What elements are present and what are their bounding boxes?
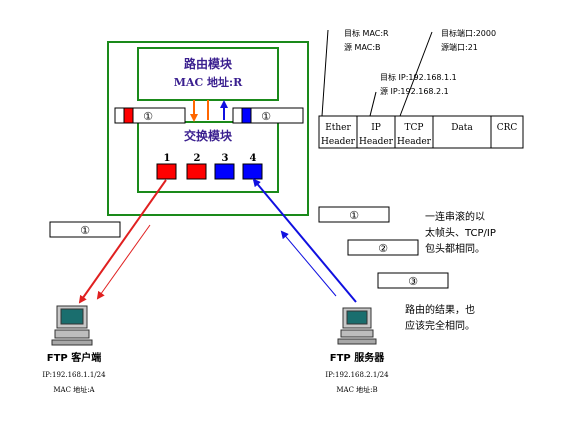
frame-field-ether-bottom: Header — [321, 137, 356, 147]
frame-field-ether-top: Ether — [325, 123, 351, 133]
callout-ip-src: 源 IP:192.168.2.1 — [380, 87, 449, 96]
routing-module-title: 路由模块 — [184, 56, 233, 71]
frame-indicator-right-blue — [241, 107, 252, 124]
callout-line-tcp — [399, 31, 433, 117]
frame-field-tcp-top: TCP — [405, 123, 424, 133]
frame-field-data — [432, 115, 492, 149]
note3-line2: 应该完全相同。 — [405, 319, 475, 332]
note1-line2: 太帧头、TCP/IP — [425, 226, 496, 239]
client-computer-icon — [51, 305, 93, 346]
frame-field-tcp — [394, 115, 434, 149]
legend-box-2 — [347, 239, 419, 256]
note1-line3: 包头都相同。 — [425, 242, 485, 255]
client-ip: IP:192.168.1.1/24 — [42, 371, 106, 379]
callout-mac-dst: 目标 MAC:R — [344, 28, 389, 38]
left-frame-marker — [49, 221, 121, 238]
frame-indicator-left-red — [123, 107, 134, 124]
callout-port-src: 源端口:21 — [441, 42, 478, 52]
server-computer-icon — [337, 307, 377, 345]
router-mac-label: MAC 地址:R — [174, 75, 243, 89]
router-box — [107, 41, 309, 216]
legend-box-1 — [318, 206, 390, 223]
port-label-3: 3 — [222, 153, 229, 164]
legend-box-3 — [377, 272, 449, 289]
note1-line1: 一连串滚的以 — [425, 210, 485, 223]
frame-field-ip-bottom: Header — [359, 137, 394, 147]
switch-module-title: 交换模块 — [184, 128, 233, 143]
client-return-red — [96, 224, 151, 300]
frame-structure: Ether Header IP Header TCP Header Data C… — [318, 115, 524, 149]
server-ip: IP:192.168.2.1/24 — [325, 371, 389, 379]
server-mac: MAC 地址:B — [336, 385, 377, 394]
frame-field-ip-top: IP — [371, 123, 381, 133]
server-title: FTP 服务器 — [330, 351, 385, 364]
left-frame-marker-num: ① — [80, 224, 90, 237]
port-2 — [186, 163, 207, 180]
frame-field-crc — [490, 115, 524, 149]
legend-box-3-num: ③ — [408, 275, 418, 288]
callout-line-mac — [321, 29, 329, 117]
server-return-blue — [280, 230, 337, 297]
frame-field-crc-top: CRC — [497, 123, 518, 133]
port-4 — [242, 163, 263, 180]
frame-field-ether — [318, 115, 358, 149]
port-3 — [214, 163, 235, 180]
legend-box-1-num: ① — [349, 209, 359, 222]
frame-indicator-right-num: ① — [261, 110, 271, 123]
port-label-2: 2 — [194, 153, 201, 164]
port-label-1: 1 — [164, 153, 171, 164]
client-title: FTP 客户端 — [47, 351, 101, 364]
frame-field-tcp-bottom: Header — [397, 137, 432, 147]
legend-box-2-num: ② — [378, 242, 388, 255]
frame-indicator-left-num: ① — [143, 110, 153, 123]
callout-line-ip — [369, 91, 377, 117]
server-link-blue — [252, 178, 357, 303]
routing-module-box — [137, 47, 279, 101]
callout-ip-dst: 目标 IP:192.168.1.1 — [380, 72, 457, 82]
port-1 — [156, 163, 177, 180]
callout-port-dst: 目标端口:2000 — [441, 28, 496, 38]
client-mac: MAC 地址:A — [53, 385, 95, 394]
frame-field-data-top: Data — [451, 123, 473, 133]
callout-mac-src: 源 MAC:B — [344, 43, 381, 52]
client-link-red — [78, 179, 167, 304]
note3-line1: 路由的结果，也 — [405, 303, 475, 316]
port-label-4: 4 — [250, 153, 257, 164]
